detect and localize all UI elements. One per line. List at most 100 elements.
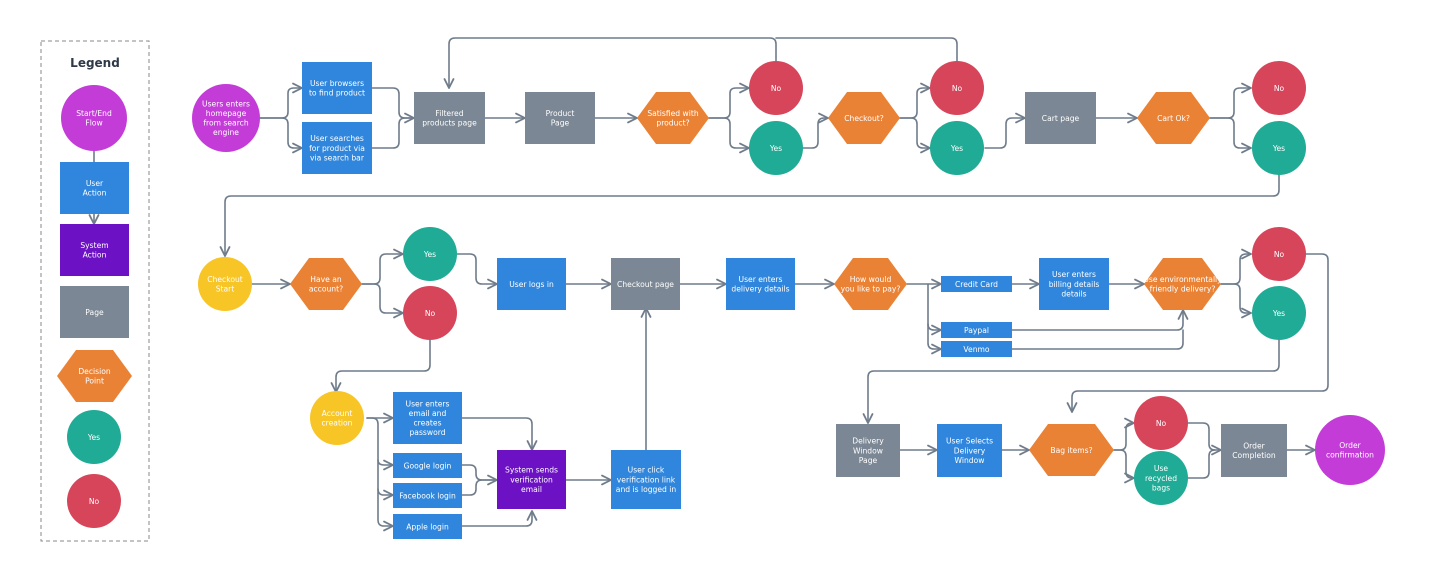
node-account-no-label: No xyxy=(425,309,436,318)
node-cart-ok-label: Cart Ok? xyxy=(1157,114,1190,123)
edge-pay-to-paypal xyxy=(927,283,942,336)
legend-user-action-box xyxy=(60,162,129,214)
edge-cartok-to-yes xyxy=(1209,117,1252,154)
edge-env-to-no xyxy=(1220,248,1252,285)
edge-apple-to-verification xyxy=(461,510,538,527)
node-env-no-label: No xyxy=(1274,250,1285,259)
node-order-confirmation xyxy=(1315,415,1385,485)
node-clicks-verification xyxy=(611,450,681,509)
node-user-logs-in xyxy=(497,258,566,310)
node-checkout-no xyxy=(930,61,984,115)
legend-system-action-box xyxy=(60,224,129,276)
node-delivery-window-page xyxy=(836,424,900,477)
node-account-yes xyxy=(403,227,457,281)
edge-checkout-no-back xyxy=(775,37,958,63)
legend-yes-circle xyxy=(67,410,121,464)
node-filtered-products-page xyxy=(414,92,485,144)
edge-google-to-verification xyxy=(461,464,498,486)
node-satisfied-yes xyxy=(749,121,803,175)
node-facebook-login-label: Facebook login xyxy=(399,491,456,500)
node-bag-items-label: Bag items? xyxy=(1050,446,1092,455)
node-satisfied-with-product xyxy=(637,92,709,144)
edge-homepage-to-search xyxy=(259,117,303,154)
edge-checkout-to-no xyxy=(899,82,931,119)
node-paypal xyxy=(941,322,1012,338)
node-satisfied-no xyxy=(749,61,803,115)
node-env-yes-label: Yes xyxy=(1272,309,1285,318)
node-enters-delivery xyxy=(726,258,795,310)
node-cart-page xyxy=(1025,92,1096,144)
edge-homepage-to-browse xyxy=(259,82,303,119)
edge-yes-to-order-completion xyxy=(1187,449,1216,479)
node-env-no xyxy=(1252,227,1306,281)
node-have-account xyxy=(290,258,362,310)
node-selects-delivery-window xyxy=(937,424,1002,477)
edge-creation-to-google xyxy=(366,417,394,471)
edge-search-to-filtered xyxy=(371,117,415,149)
node-env-yes xyxy=(1252,286,1306,340)
node-apple-login xyxy=(393,514,462,539)
node-user-browses xyxy=(302,62,372,114)
edge-cart-yes-to-checkout-start xyxy=(219,174,1280,257)
node-bag-yes xyxy=(1134,451,1188,505)
legend-frame xyxy=(40,40,150,542)
legend-decision-hexagon xyxy=(57,350,132,402)
node-cart-no-label: No xyxy=(1274,84,1285,93)
node-cart-no xyxy=(1252,61,1306,115)
legend-no-label: No xyxy=(89,497,100,506)
node-venmo xyxy=(941,341,1012,357)
node-cart-yes xyxy=(1252,121,1306,175)
edge-yes-to-cart xyxy=(984,112,1026,149)
edge-env-to-yes xyxy=(1220,283,1252,319)
edge-cartok-to-no xyxy=(1209,82,1252,119)
node-satisfied-no-label: No xyxy=(771,84,782,93)
legend-page-box xyxy=(60,286,129,338)
node-bag-no xyxy=(1134,396,1188,450)
node-apple-login-label: Apple login xyxy=(406,522,449,531)
node-google-login xyxy=(393,453,462,478)
edge-facebook-to-verification xyxy=(461,479,498,496)
edge-bag-to-yes xyxy=(1113,449,1135,484)
legend-page-label: Page xyxy=(85,308,104,317)
legend-start-end-circle xyxy=(61,85,127,151)
edge-env-yes-to-delivery-window xyxy=(862,339,1280,424)
node-how-pay xyxy=(834,258,907,310)
edge-satisfied-to-yes xyxy=(708,117,750,154)
node-email-create xyxy=(393,392,462,444)
node-user-searches xyxy=(302,122,372,174)
node-user-logs-in-label: User logs in xyxy=(509,280,554,289)
node-checkout-no-label: No xyxy=(952,84,963,93)
edge-checkout-to-yes xyxy=(899,117,931,154)
node-bag-items xyxy=(1029,424,1114,476)
node-account-creation xyxy=(310,391,364,445)
edge-no-to-order-completion xyxy=(1187,422,1222,456)
node-checkout-page-label: Checkout page xyxy=(617,280,674,289)
edge-have-account-to-yes xyxy=(361,248,404,285)
edge-satisfied-to-no xyxy=(708,82,750,119)
edge-creation-to-apple xyxy=(377,488,394,532)
node-cart-yes-label: Yes xyxy=(1272,144,1285,153)
edge-no-to-account-creation xyxy=(330,339,431,393)
